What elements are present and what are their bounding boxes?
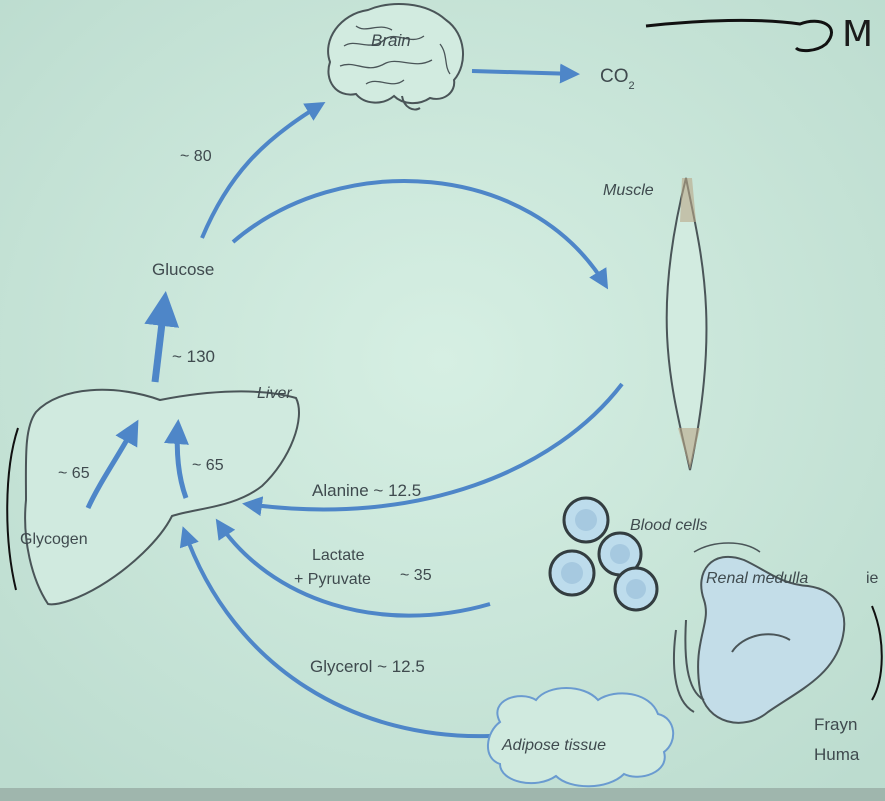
glycerol-arrow bbox=[179, 526, 491, 739]
renal-medulla-label: Renal medulla bbox=[706, 570, 808, 587]
adipose-tissue-icon bbox=[487, 687, 674, 788]
pyruvate-label: + Pyruvate bbox=[294, 571, 371, 588]
brain-label: Brain bbox=[371, 31, 411, 50]
gluconeogenesis-arrow bbox=[164, 419, 189, 499]
lactate-arrow bbox=[215, 518, 491, 618]
left-bracket-mark bbox=[6, 427, 19, 591]
blood-cells-label: Blood cells bbox=[630, 517, 707, 534]
glucose-to-brain-value: ~ 80 bbox=[180, 148, 212, 165]
right-cut-text: ie bbox=[866, 570, 879, 587]
lactate-label: Lactate bbox=[312, 547, 365, 564]
lactate-value: ~ 35 bbox=[400, 567, 432, 584]
gluconeogenesis-value: ~ 65 bbox=[192, 457, 224, 474]
liver-to-glucose-arrow bbox=[144, 291, 180, 383]
glycogenolysis-value: ~ 65 bbox=[58, 465, 90, 482]
right-bracket-mark bbox=[871, 605, 883, 701]
brain-to-co2-arrow bbox=[471, 63, 580, 84]
muscle-icon bbox=[665, 177, 708, 471]
liver-label: Liver bbox=[257, 385, 292, 402]
handwritten-arrow bbox=[645, 18, 833, 53]
glycerol-label: Glycerol ~ 12.5 bbox=[310, 657, 425, 676]
glucose-label: Glucose bbox=[152, 260, 214, 279]
blood-cells-icon bbox=[548, 496, 659, 612]
glucose-to-muscle-arrow bbox=[231, 179, 609, 290]
frayn-text: Frayn bbox=[814, 715, 857, 734]
glucose-to-brain-arrow bbox=[200, 101, 326, 239]
liver-to-glucose-value: ~ 130 bbox=[172, 347, 215, 366]
kidney-icon bbox=[672, 542, 846, 724]
co2-label: CO2 bbox=[600, 66, 635, 92]
glycogenolysis-arrow bbox=[85, 419, 139, 510]
liver-icon bbox=[24, 388, 300, 606]
muscle-label: Muscle bbox=[603, 182, 654, 199]
brain-icon bbox=[327, 3, 465, 111]
handwritten-letter: M bbox=[842, 14, 873, 55]
alanine-label: Alanine ~ 12.5 bbox=[312, 481, 421, 500]
alanine-arrow bbox=[242, 382, 624, 517]
human-text: Huma bbox=[814, 745, 860, 764]
bottom-edge bbox=[0, 788, 885, 801]
glycogen-label: Glycogen bbox=[20, 531, 88, 548]
adipose-tissue-label: Adipose tissue bbox=[501, 737, 606, 754]
